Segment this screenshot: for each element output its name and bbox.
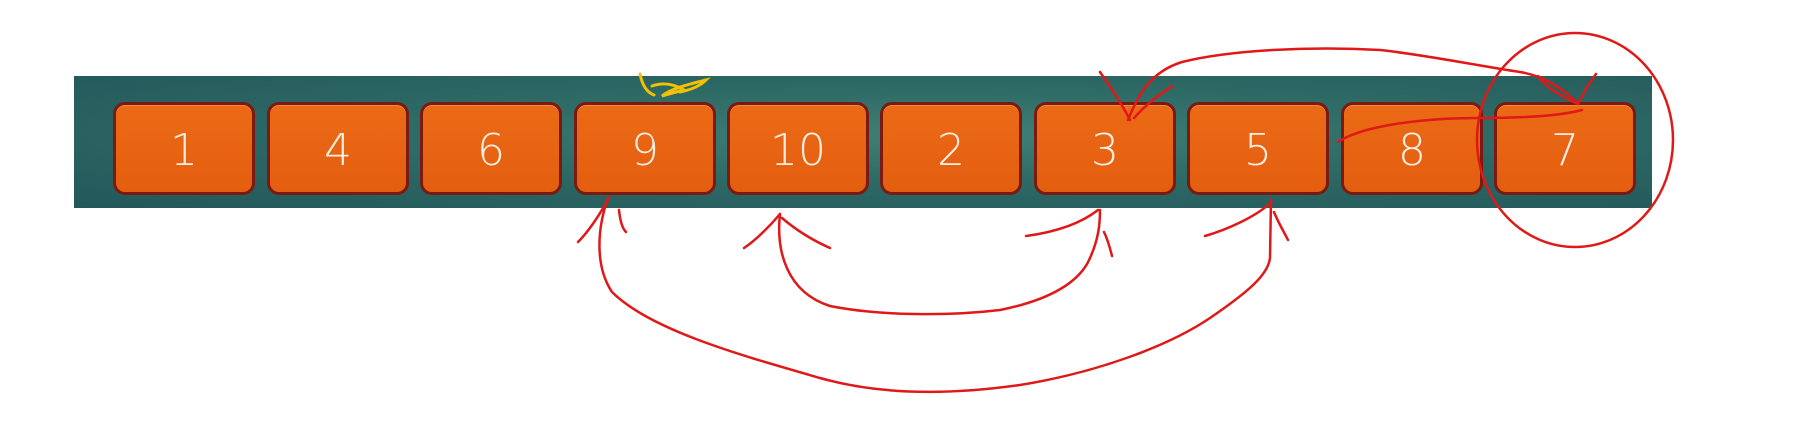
number-tile[interactable]: 9 [574,102,716,195]
tile-number: 3 [1091,125,1119,176]
tile-number: 9 [631,125,659,176]
number-tile[interactable]: 3 [1034,102,1176,195]
tile-number: 5 [1244,125,1272,176]
tile-number: 6 [477,125,505,176]
arrowhead [742,212,832,250]
tile-number: 10 [770,125,826,176]
number-tile[interactable]: 5 [1187,102,1329,195]
tile-number: 2 [937,125,965,176]
number-tile[interactable]: 4 [267,102,409,195]
swap-arrow-10-3 [778,208,1102,316]
number-tile[interactable]: 8 [1341,102,1483,195]
swap-arrow-9-5 [598,196,1273,394]
number-tile[interactable]: 7 [1494,102,1636,195]
number-tile[interactable]: 2 [880,102,1022,195]
tile-number: 7 [1551,125,1579,176]
tile-number: 1 [170,125,198,176]
number-tile[interactable]: 1 [113,102,255,195]
number-tile[interactable]: 6 [420,102,562,195]
arrowhead [1024,208,1114,258]
tile-number: 4 [324,125,352,176]
number-tile[interactable]: 10 [727,102,869,195]
tile-number: 8 [1398,125,1426,176]
